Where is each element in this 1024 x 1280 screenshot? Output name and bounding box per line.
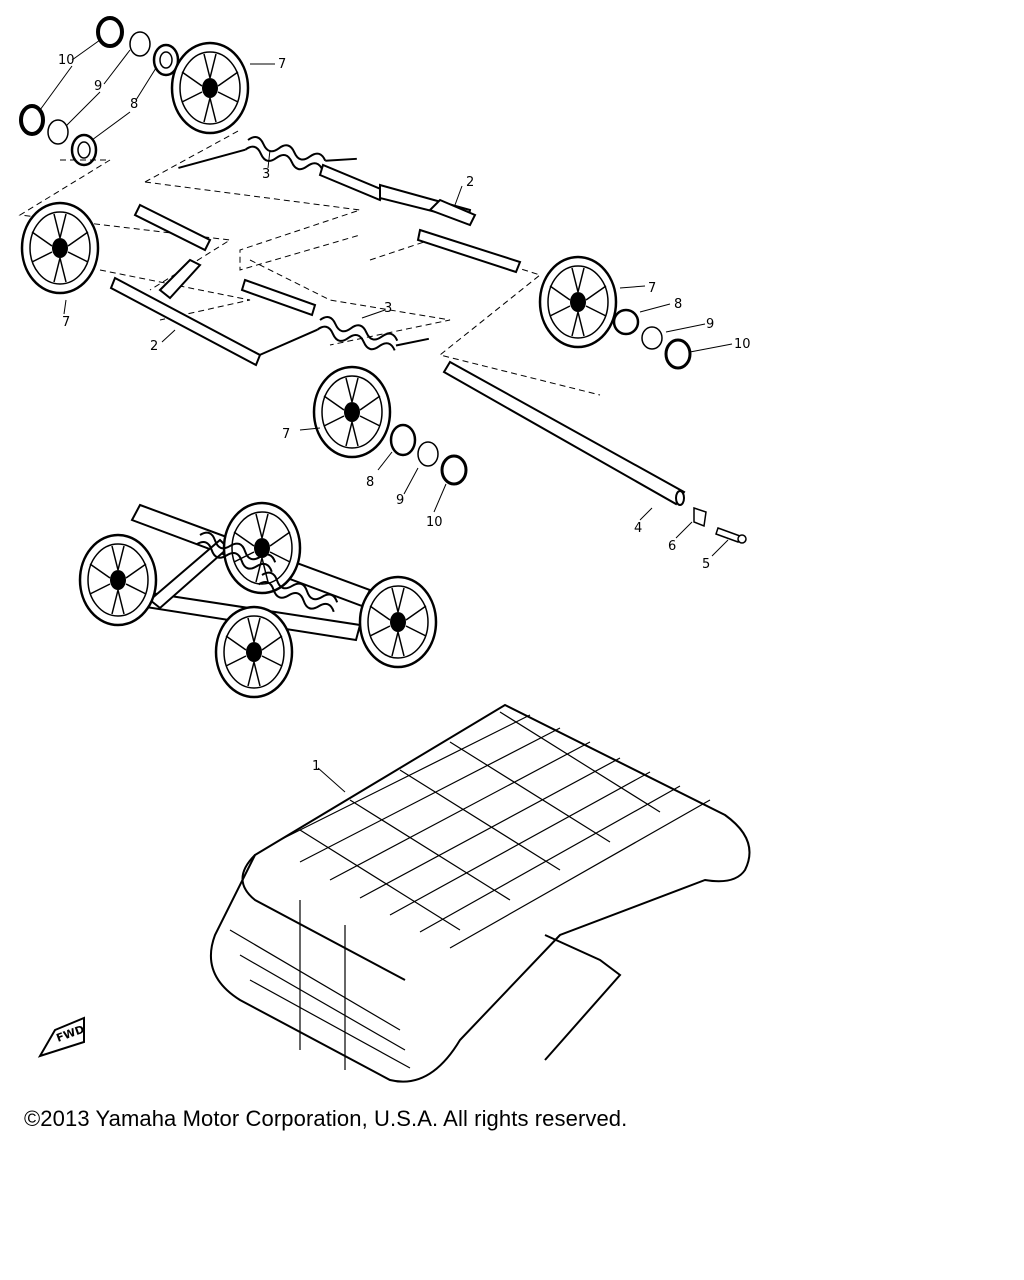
callout-1: 1: [312, 759, 320, 774]
callout-10-middle: 10: [426, 515, 443, 530]
hardware-middle: [389, 423, 468, 486]
callout-7-top: 7: [278, 57, 286, 72]
assembled-suspension: [78, 501, 438, 699]
callout-3-middle: 3: [384, 301, 392, 316]
bolt-5: [715, 527, 747, 544]
fwd-arrow: FWD: [37, 1016, 86, 1058]
clip-9-top-left: [47, 31, 151, 145]
track-1: [209, 703, 751, 1083]
callout-2-lower: 2: [150, 339, 158, 354]
shaft-4: [442, 360, 686, 506]
callout-8-middle: 8: [366, 475, 374, 490]
callout-9-right: 9: [706, 317, 714, 332]
callout-7-middle: 7: [282, 427, 290, 442]
callout-10-right: 10: [734, 337, 751, 352]
hardware-right: [612, 308, 692, 370]
ring-10-top-left: [19, 16, 124, 136]
callout-5: 5: [702, 557, 710, 572]
wheel-7-middle: [312, 365, 392, 459]
spring-3-top: [178, 134, 357, 177]
copyright-notice: ©2013 Yamaha Motor Corporation, U.S.A. A…: [24, 1106, 628, 1131]
callout-3-top: 3: [262, 167, 270, 182]
callout-8-right: 8: [674, 297, 682, 312]
callout-6: 6: [668, 539, 676, 554]
reference-lines: [18, 129, 601, 396]
swing-arm-2-upper: [318, 163, 522, 274]
callout-9-middle: 9: [396, 493, 404, 508]
callout-8-top-left: 8: [130, 97, 138, 112]
callout-labels: 10 9 8 7 3 2 7 2 3 7 8 9 10 7 8 9 10 4 6…: [58, 53, 751, 774]
bearing-8-top-left: [70, 43, 180, 167]
washer-6: [693, 506, 707, 528]
callout-4: 4: [634, 521, 642, 536]
swing-arm-2-lower: [109, 203, 317, 367]
parts-diagram: FWD 10 9 8 7 3 2 7 2 3 7 8: [18, 16, 751, 1083]
callout-7-right: 7: [648, 281, 656, 296]
callout-10-top-left: 10: [58, 53, 75, 68]
wheel-7-left: [20, 201, 100, 295]
callout-9-top-left: 9: [94, 79, 102, 94]
callout-7-left: 7: [62, 315, 70, 330]
spring-3-middle: [258, 314, 430, 357]
wheel-7-top: [170, 41, 250, 135]
leader-lines: [39, 39, 733, 793]
wheel-7-right: [538, 255, 618, 349]
callout-2-upper: 2: [466, 175, 474, 190]
